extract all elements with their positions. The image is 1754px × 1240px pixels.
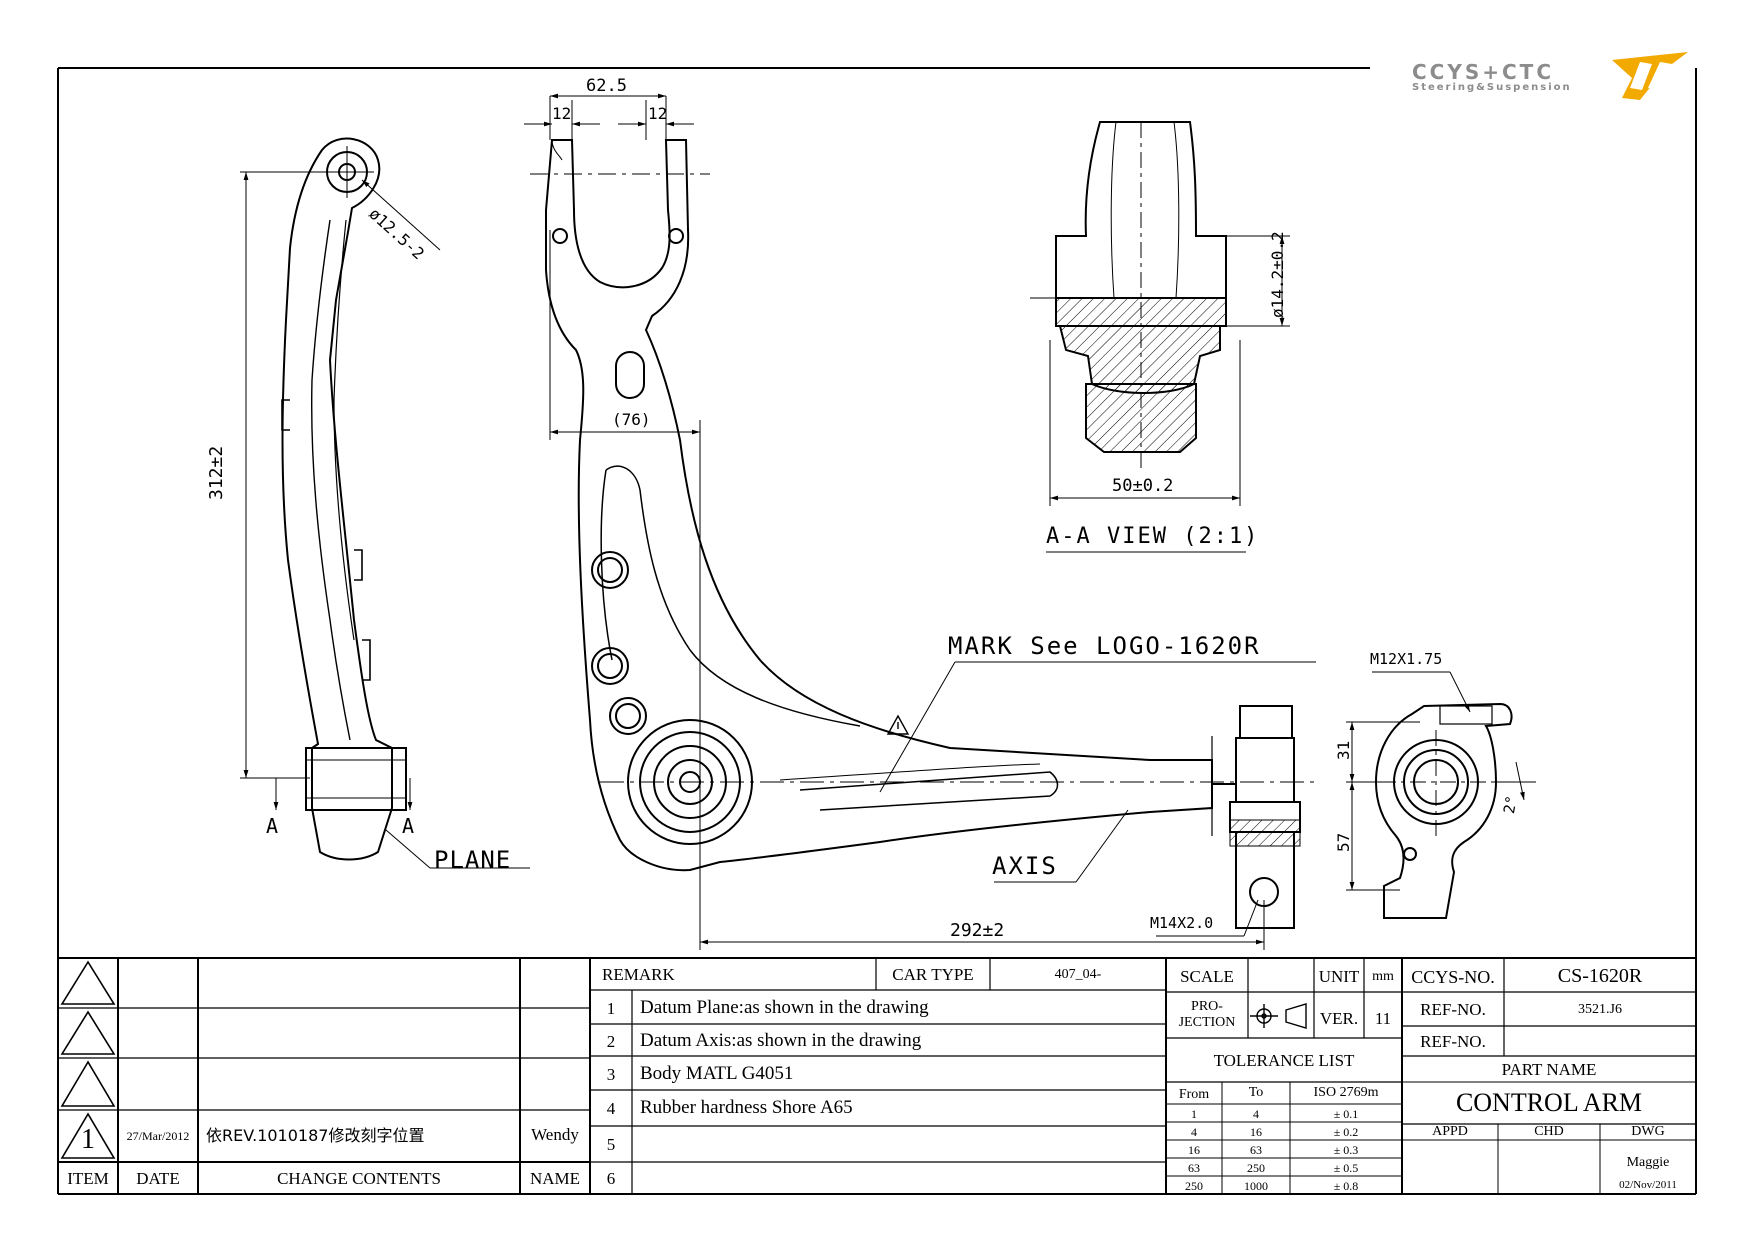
dim-height: 312±2 <box>206 445 227 500</box>
tol-value-1: ± 0.1 <box>1333 1107 1359 1121</box>
thread-top: M12X1.75 <box>1370 650 1443 668</box>
tol-to-1: 4 <box>1253 1107 1259 1121</box>
tol-from-5: 250 <box>1185 1179 1203 1193</box>
part-name-label: PART NAME <box>1501 1060 1597 1079</box>
remark-text-4: Rubber hardness Shore A65 <box>640 1097 853 1118</box>
dim-slot-left: 12 <box>552 104 572 123</box>
rev-header-date: DATE <box>136 1169 180 1188</box>
section-view-dimensions <box>1030 235 1290 553</box>
chd-label: CHD <box>1534 1124 1564 1139</box>
projection-label-2: JECTION <box>1178 1015 1236 1030</box>
remark-header: REMARK <box>602 965 675 984</box>
dwg-label: DWG <box>1631 1124 1665 1139</box>
remark-text-2: Datum Axis:as shown in the drawing <box>640 1030 922 1051</box>
dwg-name: Maggie <box>1626 1155 1670 1170</box>
ref-no-value: 3521.J6 <box>1578 1002 1622 1017</box>
warning-triangle-icon <box>886 714 910 735</box>
dim-31: 31 <box>1334 740 1353 760</box>
ver-value: 11 <box>1374 1009 1392 1028</box>
section-dim-width: 50±0.2 <box>1112 476 1174 496</box>
rev-item-1: 1 <box>81 1124 95 1155</box>
tol-to-3: 63 <box>1250 1143 1262 1157</box>
dim-offset: (76) <box>612 410 651 429</box>
logo-name: CCYS+CTC <box>1412 60 1554 84</box>
ref-no-label: REF-NO. <box>1420 1000 1486 1019</box>
tol-value-5: ± 0.8 <box>1333 1179 1359 1193</box>
section-mark-left: A <box>266 814 279 838</box>
dim-width: 62.5 <box>586 76 627 96</box>
unit-label: UNIT <box>1318 967 1360 986</box>
ver-label: VER. <box>1319 1009 1359 1028</box>
ccys-no-value: CS-1620R <box>1557 965 1643 987</box>
car-type-label: CAR TYPE <box>892 965 974 984</box>
scale-label: SCALE <box>1180 967 1234 986</box>
section-title: A-A VIEW (2:1) <box>1046 524 1260 549</box>
plane-label: PLANE <box>434 846 512 874</box>
tol-to-4: 250 <box>1247 1161 1265 1175</box>
rev-header-item: ITEM <box>67 1169 109 1188</box>
part-name-value: CONTROL ARM <box>1455 1088 1643 1117</box>
tol-from-1: 1 <box>1191 1107 1197 1121</box>
thread-bottom: M14X2.0 <box>1150 914 1214 932</box>
remark-no-6: 6 <box>606 1169 616 1188</box>
car-type-value: 407_04- <box>1054 967 1102 982</box>
dwg-date: 02/Nov/2011 <box>1619 1179 1677 1191</box>
sheet-border <box>57 67 1697 1195</box>
remark-no-3: 3 <box>606 1065 616 1084</box>
side-view-dimensions <box>240 171 530 869</box>
projection-label-1: PRO- <box>1191 999 1223 1014</box>
appd-label: APPD <box>1432 1124 1468 1139</box>
tol-value-2: ± 0.2 <box>1333 1125 1359 1139</box>
axis-label: AXIS <box>992 852 1058 880</box>
remark-no-2: 2 <box>606 1032 616 1051</box>
section-dim-dia: ø14.2±0.2 <box>1268 231 1287 318</box>
rev-date-1: 27/Mar/2012 <box>126 1129 190 1143</box>
side-view <box>281 137 407 861</box>
tol-header-to: To <box>1248 1085 1264 1100</box>
dim-57: 57 <box>1334 832 1353 852</box>
remark-no-1: 1 <box>606 999 616 1018</box>
rev-contents-1: 依REV.1010187修改刻字位置 <box>206 1126 425 1145</box>
ref-no2-label: REF-NO. <box>1420 1032 1486 1051</box>
remark-text-1: Datum Plane:as shown in the drawing <box>640 997 929 1018</box>
dim-angle: 2° <box>1500 794 1521 816</box>
tol-header-from: From <box>1178 1087 1210 1102</box>
end-view <box>1374 702 1513 919</box>
logo-mark-icon <box>1612 52 1688 100</box>
tol-from-3: 16 <box>1188 1143 1200 1157</box>
tol-from-2: 4 <box>1191 1125 1197 1139</box>
mark-note: MARK See LOGO-1620R <box>948 632 1261 660</box>
title-block-grid <box>58 957 1696 1194</box>
section-mark-right: A <box>402 814 415 838</box>
rev-name-1: Wendy <box>531 1125 579 1144</box>
remark-no-5: 5 <box>606 1135 616 1154</box>
logo-tagline: Steering&Suspension <box>1412 82 1572 93</box>
tol-header-std: ISO 2769m <box>1313 1085 1379 1100</box>
tolerance-title: TOLERANCE LIST <box>1213 1051 1355 1070</box>
rev-header-contents: CHANGE CONTENTS <box>277 1169 441 1188</box>
dim-slot-right: 12 <box>648 104 668 123</box>
end-view-dimensions <box>1346 671 1536 891</box>
section-view <box>1055 121 1227 470</box>
tol-value-4: ± 0.5 <box>1333 1161 1359 1175</box>
tol-to-5: 1000 <box>1244 1179 1268 1193</box>
dim-length: 292±2 <box>950 920 1005 941</box>
projection-symbol-icon <box>1250 1003 1307 1029</box>
remark-text-3: Body MATL G4051 <box>640 1063 794 1084</box>
rev-header-name: NAME <box>529 1169 581 1188</box>
top-view-dimensions <box>524 93 1320 950</box>
tol-to-2: 16 <box>1250 1125 1262 1139</box>
remark-no-4: 4 <box>606 1099 616 1118</box>
revision-triangles <box>60 960 116 1159</box>
tol-value-3: ± 0.3 <box>1333 1143 1359 1157</box>
unit-value: mm <box>1372 969 1394 984</box>
ccys-no-label: CCYS-NO. <box>1411 967 1495 987</box>
tol-from-4: 63 <box>1188 1161 1200 1175</box>
